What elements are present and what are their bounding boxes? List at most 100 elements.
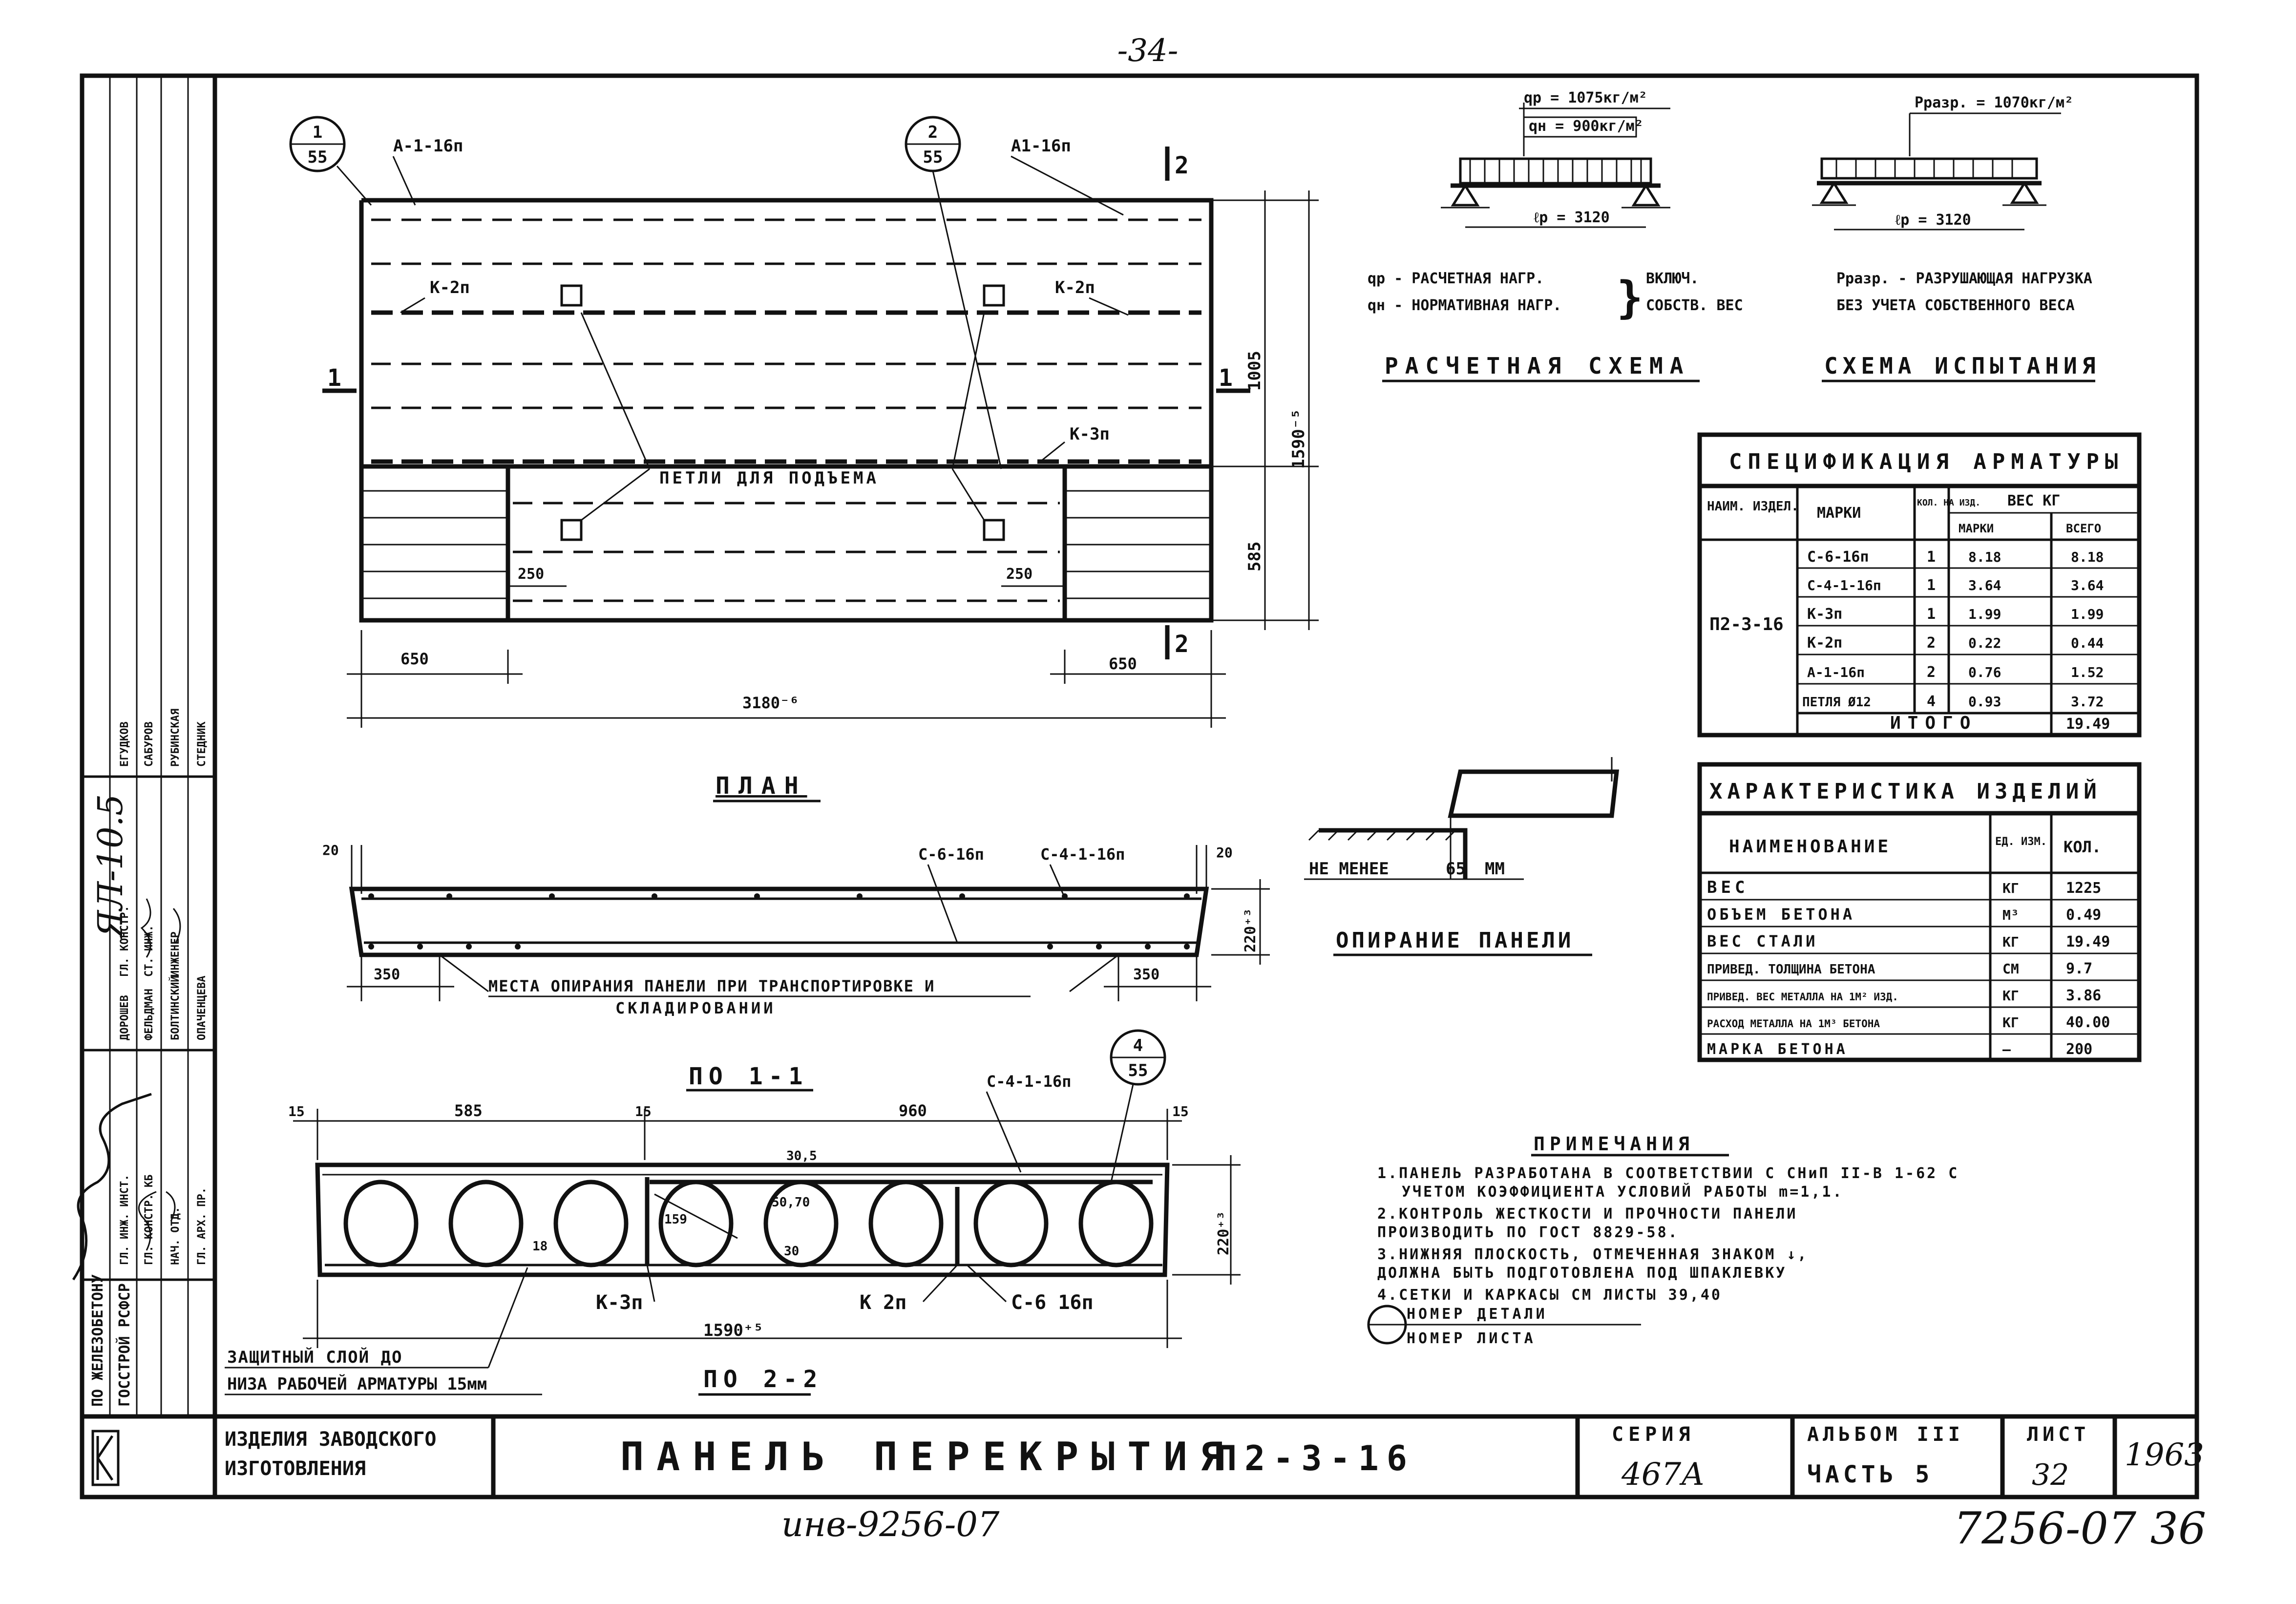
- svg-text:960: 960: [899, 1101, 927, 1120]
- spec-row-6-total: 3.72: [2071, 694, 2104, 710]
- spec-header-mark: МАРКИ: [1817, 505, 1861, 522]
- section-22-outline: [315, 1162, 1170, 1277]
- svg-text:350: 350: [374, 966, 400, 983]
- svg-text:15: 15: [288, 1103, 305, 1119]
- spec-row-1-mark: С-6-16п: [1807, 549, 1869, 566]
- test-load-hatch: [1835, 159, 2013, 178]
- signature-2: [138, 1191, 176, 1251]
- section-22-voids: [343, 1180, 1154, 1267]
- plan-view: ПЕТЛИ ДЛЯ ПОДЪЕМА 1 55 2 55 А-1-16п А1-1…: [289, 116, 1319, 802]
- tb-album: АЛЬБОМ III: [1807, 1423, 1964, 1446]
- note-line-6: ДОЛЖНА БЫТЬ ПОДГОТОВЛЕНА ПОД ШПАКЛЕВКУ: [1377, 1265, 1787, 1282]
- stamp-role-7: ИНЖЕНЕР: [169, 931, 182, 977]
- s11-support-note-2: СКЛАДИРОВАНИИ: [615, 999, 776, 1017]
- spec-row-5-total: 1.52: [2071, 664, 2104, 680]
- label-k2-left: К-2п: [430, 278, 470, 297]
- notes-title: ПРИМЕЧАНИЯ: [1534, 1133, 1694, 1155]
- char-row-6-unit: КГ: [2002, 1014, 2019, 1031]
- dim-250-left: 250: [518, 566, 544, 583]
- spec-row-2-per: 3.64: [1968, 577, 2001, 593]
- svg-text:2: 2: [928, 123, 938, 142]
- tb-year: 1963: [2125, 1437, 2204, 1473]
- tb-mark: П2-3-16: [1216, 1438, 1415, 1478]
- char-row-5-unit: КГ: [2002, 988, 2019, 1004]
- char-row-5-qty: 3.86: [2066, 987, 2101, 1004]
- s22-label-k2: К 2п: [860, 1291, 906, 1314]
- plan-dims-vertical: 1005 585 1590⁻⁵: [1211, 190, 1319, 630]
- stamp-name-1: ДОРОШЕВ: [119, 995, 131, 1040]
- callout-1-55: 1 55: [289, 116, 372, 206]
- label-k2-right: К-2п: [1055, 278, 1095, 297]
- char-row-1-qty: 1225: [2066, 880, 2101, 897]
- stamp-name-5: ЕГУДКОВ: [119, 721, 131, 767]
- section-11-title: ПО 1-1: [689, 1063, 808, 1090]
- s22-cover-note-1: ЗАЩИТНЫЙ СЛОЙ ДО: [227, 1347, 403, 1367]
- stamp-name-6: САБУРОВ: [143, 721, 155, 767]
- spec-row-5-per: 0.76: [1968, 664, 2001, 680]
- support-unit: ММ: [1485, 859, 1505, 879]
- label-k3: К-3п: [1070, 424, 1110, 444]
- svg-text:50,70: 50,70: [772, 1195, 810, 1210]
- spec-row-3-qty: 1: [1927, 606, 1936, 623]
- spec-row-1-total: 8.18: [2071, 549, 2104, 565]
- char-row-3-qty: 19.49: [2066, 933, 2110, 950]
- s22-label-c4: С-4-1-16п: [987, 1072, 1071, 1091]
- label-a1-left: А-1-16п: [393, 136, 463, 156]
- note-line-5: 3.НИЖНЯЯ ПЛОСКОСТЬ, ОТМЕЧЕННАЯ ЗНАКОМ ↓,: [1377, 1246, 1808, 1263]
- tb-left-1: ИЗДЕЛИЯ ЗАВОДСКОГО: [225, 1428, 436, 1451]
- spec-row-3-total: 1.99: [2071, 606, 2104, 622]
- char-row-4-name: ПРИВЕД. ТОЛЩИНА БЕТОНА: [1707, 962, 1875, 977]
- test-scheme-title: СХЕМА ИСПЫТАНИЯ: [1824, 353, 2100, 379]
- note-line-7: 4.СЕТКИ И КАРКАСЫ СМ ЛИСТЫ 39,40: [1377, 1287, 1722, 1304]
- char-row-7-unit: —: [2002, 1041, 2011, 1057]
- stamp-name-3: БОЛТИНСКИЙ: [169, 976, 182, 1040]
- test-legend-1: Рразр. - РАЗРУШАЮЩАЯ НАГРУЗКА: [1836, 270, 2092, 287]
- tb-part: ЧАСТЬ 5: [1807, 1461, 1933, 1488]
- test-prazr: Рразр. = 1070кг/м²: [1915, 94, 2073, 111]
- plan-hatch-left: [361, 490, 508, 599]
- spec-row-6-qty: 4: [1927, 693, 1936, 710]
- section-mark-1-right: 1: [1219, 364, 1233, 392]
- calc-scheme-title: РАСЧЕТНАЯ СХЕМА: [1385, 353, 1690, 379]
- char-row-4-unit: СМ: [2002, 961, 2019, 977]
- stamp-grid: [82, 76, 215, 1416]
- handwritten-number: 7256-07 36: [1954, 1503, 2206, 1554]
- support-panel-end: [1448, 769, 1620, 818]
- char-row-1-unit: КГ: [2002, 880, 2019, 896]
- svg-text:55: 55: [923, 148, 943, 167]
- plan-rebar-lines: [371, 218, 1201, 602]
- spec-header-per: МАРКИ: [1959, 522, 1994, 535]
- test-legend-2: БЕЗ УЧЕТА СОБСТВЕННОГО ВЕСА: [1836, 297, 2075, 314]
- spec-row-6-per: 0.93: [1968, 694, 2001, 710]
- section-mark-2-bottom: 2: [1175, 631, 1189, 658]
- logo-kb: [91, 1430, 120, 1486]
- stamp-name-2: ФЕЛЬДМАН: [143, 989, 155, 1040]
- spec-header-item: НАИМ. ИЗДЕЛ.: [1707, 499, 1799, 514]
- support-detail: НЕ МЕНЕЕ 65 ММ ОПИРАНИЕ ПАНЕЛИ: [1304, 757, 1620, 956]
- char-row-2-unit: М³: [2002, 907, 2019, 923]
- svg-text:1005: 1005: [1245, 351, 1264, 391]
- label-lifting-loops: ПЕТЛИ ДЛЯ ПОДЪЕМА: [659, 468, 879, 488]
- spec-row-4-mark: К-2п: [1807, 634, 1842, 652]
- handwritten-inv: инв-9256-07: [781, 1504, 1000, 1544]
- section-22-title: ПО 2-2: [703, 1366, 823, 1393]
- calc-legend-brace-1: ВКЛЮЧ.: [1646, 270, 1699, 287]
- svg-text:650: 650: [1109, 654, 1137, 673]
- section-11-dots: [368, 893, 1190, 950]
- spec-total-label: ИТОГО: [1890, 713, 1977, 733]
- s11-support-note-1: МЕСТА ОПИРАНИЯ ПАНЕЛИ ПРИ ТРАНСПОРТИРОВК…: [488, 977, 935, 995]
- logo-mark: [96, 1435, 114, 1481]
- stamp-name-7: РУБИНСКАЯ: [169, 709, 182, 767]
- svg-text:1590⁺⁵: 1590⁺⁵: [703, 1321, 763, 1340]
- char-row-6-qty: 40.00: [2066, 1014, 2110, 1031]
- stamp-role-4: ГЛ. АРХ. ПР.: [196, 1187, 208, 1265]
- support-dim: 65: [1446, 859, 1466, 879]
- callout-2-55: 2 55: [905, 116, 1002, 469]
- char-row-3-name: ВЕС СТАЛИ: [1707, 932, 1818, 950]
- tb-left-2: ИЗГОТОВЛЕНИЯ: [225, 1457, 366, 1480]
- char-title: ХАРАКТЕРИСТИКА ИЗДЕЛИЙ: [1709, 778, 2102, 804]
- char-row-2-name: ОБЪЕМ БЕТОНА: [1707, 905, 1855, 924]
- calc-load-block: [1459, 157, 1652, 185]
- svg-text:220⁺³: 220⁺³: [1242, 908, 1259, 952]
